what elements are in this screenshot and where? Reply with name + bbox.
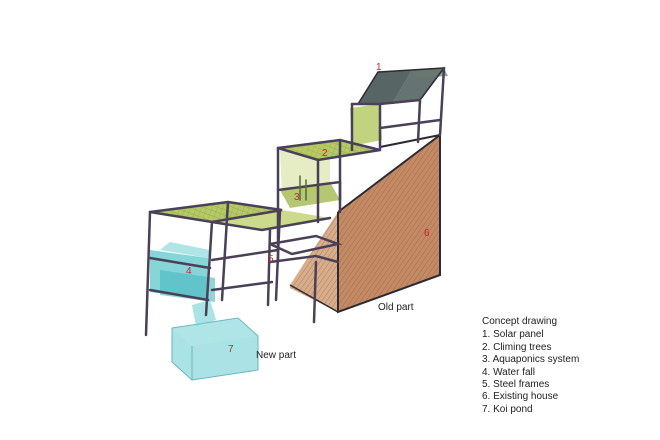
legend-item-climbing-trees: 2. Climing trees [482, 342, 579, 354]
legend-list: 1. Solar panel 2. Climing trees 3. Aquap… [482, 329, 579, 416]
marker-7: 7 [228, 344, 234, 355]
legend: Concept drawing 1. Solar panel 2. Climin… [482, 316, 579, 416]
legend-item-aquaponics: 3. Aquaponics system [482, 354, 579, 366]
marker-4: 4 [186, 266, 192, 277]
legend-title: Concept drawing [482, 316, 579, 328]
caption-old-part: Old part [378, 302, 414, 313]
legend-item-water-fall: 4. Water fall [482, 367, 579, 379]
marker-6: 6 [424, 228, 430, 239]
water-fall [150, 242, 215, 302]
marker-1: 1 [376, 62, 382, 73]
marker-3: 3 [294, 192, 300, 203]
marker-5: 5 [268, 254, 274, 265]
legend-item-solar-panel: 1. Solar panel [482, 329, 579, 341]
legend-item-koi-pond: 7. Koi pond [482, 404, 579, 416]
marker-2: 2 [322, 148, 328, 159]
koi-pond [172, 300, 258, 380]
legend-item-steel-frames: 5. Steel frames [482, 379, 579, 391]
caption-new-part: New part [256, 350, 296, 361]
solar-panels [358, 68, 448, 104]
legend-item-existing-house: 6. Existing house [482, 391, 579, 403]
